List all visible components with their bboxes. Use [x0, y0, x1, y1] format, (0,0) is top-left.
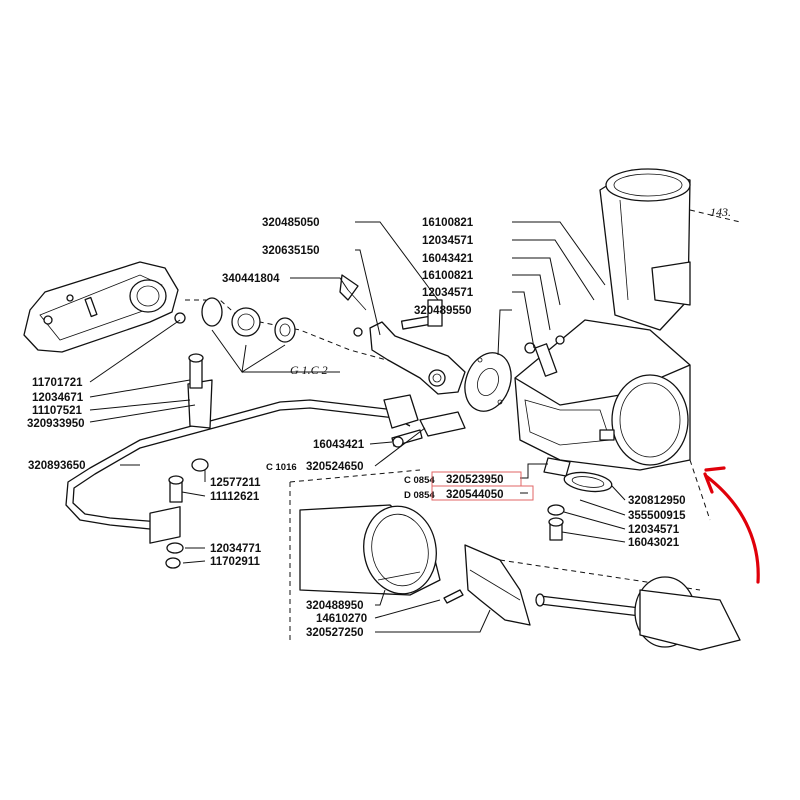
red-arrow-head	[703, 466, 726, 494]
paddle-320527250	[464, 544, 531, 626]
flange-plate	[464, 352, 512, 412]
part-labels: 320485050 320635150 340441804 16100821 1…	[27, 217, 686, 639]
label-11702911: 11702911	[210, 556, 261, 568]
page-reference: 143.	[710, 205, 731, 219]
bolt-11701721	[188, 353, 204, 389]
pin-14610270	[443, 589, 464, 604]
label-16043421-a: 16043421	[422, 253, 474, 265]
label-12034771: 12034771	[210, 543, 262, 555]
label-320635150: 320635150	[262, 245, 320, 257]
label-320485050: 320485050	[262, 217, 320, 229]
label-11701721: 11701721	[32, 377, 83, 389]
highlight-annotations	[431, 471, 534, 501]
leader-lines	[89, 221, 626, 633]
belt-guard-cover	[23, 261, 186, 353]
label-12034571-a: 12034571	[422, 235, 474, 247]
washer-12034571-c	[547, 504, 565, 516]
nut-12577211	[191, 458, 209, 472]
fan-housing	[514, 319, 691, 477]
nut-11702911	[165, 557, 181, 569]
discharge-chute: 143.	[599, 168, 741, 331]
label-11107521: 11107521	[32, 405, 83, 417]
label-320933950: 320933950	[27, 418, 85, 430]
label-12577211: 12577211	[210, 477, 261, 489]
frame-rod	[65, 379, 419, 544]
label-16100821-b: 16100821	[422, 270, 474, 282]
label-320488950: 320488950	[306, 600, 364, 612]
label-340441804: 340441804	[222, 273, 280, 285]
code-c0854: C 0854	[404, 475, 435, 486]
bolt-16043021	[548, 517, 564, 541]
bolt-16043421	[391, 429, 423, 448]
gasket-320812950	[563, 471, 613, 493]
label-320812950: 320812950	[628, 495, 686, 507]
label-320523950: 320523950	[446, 474, 504, 486]
label-12034671: 12034671	[32, 392, 84, 404]
bolt-11112621	[168, 475, 184, 503]
lever-bracket	[353, 299, 466, 395]
label-12034571-b: 12034571	[422, 287, 474, 299]
group-reference: G 1.C 2	[290, 363, 328, 377]
exploded-washers-group: G 1.C 2	[185, 297, 461, 381]
drum-320488950	[299, 504, 441, 596]
label-16100821-a: 16100821	[422, 217, 474, 229]
cotter-pin	[339, 274, 367, 311]
label-320489550: 320489550	[414, 305, 472, 317]
code-d0854: D 0854	[404, 490, 435, 501]
label-320893650: 320893650	[28, 460, 86, 472]
label-320527250: 320527250	[306, 627, 364, 639]
red-arrow-shaft	[704, 474, 760, 584]
code-c1016: C 1016	[266, 462, 297, 473]
red-arrow-annotation	[703, 466, 760, 584]
label-320524650: 320524650	[306, 461, 364, 473]
label-12034571-c: 12034571	[628, 524, 680, 536]
auger-shaft	[535, 576, 741, 651]
bracket-320524650	[419, 411, 466, 437]
label-14610270: 14610270	[316, 613, 367, 625]
label-355500915: 355500915	[628, 510, 686, 522]
label-11112621: 11112621	[210, 491, 260, 503]
label-16043421-b: 16043421	[313, 439, 365, 451]
label-320544050: 320544050	[446, 489, 504, 501]
washer-12034771	[166, 542, 184, 554]
highlight-box-320544050	[431, 485, 534, 501]
label-16043021: 16043021	[628, 537, 680, 549]
assembly-outline	[289, 459, 711, 640]
